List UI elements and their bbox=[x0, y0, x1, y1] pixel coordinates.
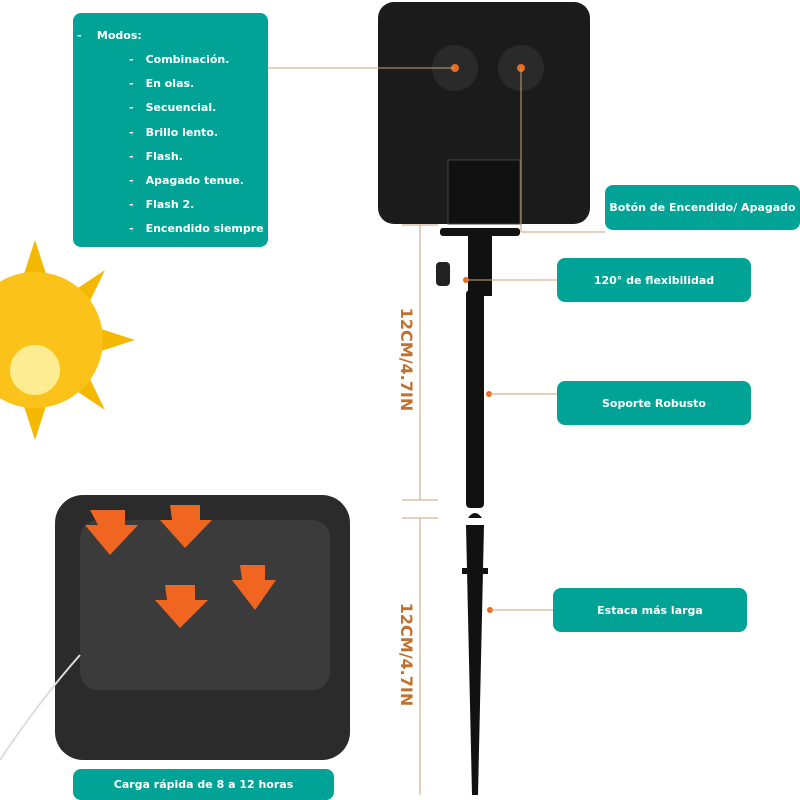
mode-item: Flash 2. bbox=[129, 198, 264, 222]
flexibility-label: 120° de flexibilidad bbox=[557, 258, 751, 302]
mode-item: Secuencial. bbox=[129, 101, 264, 125]
modes-title-text: Modos: bbox=[96, 29, 142, 42]
control-box bbox=[378, 2, 590, 225]
modes-title: - Modos: bbox=[77, 29, 142, 42]
sun-icon bbox=[0, 240, 135, 440]
leader-lines bbox=[268, 67, 605, 795]
power-button-label: Botón de Encendido/ Apagado bbox=[605, 185, 800, 230]
mode-item: Encendido siempre bbox=[129, 222, 264, 246]
stake bbox=[436, 228, 520, 795]
mode-item: Apagado tenue. bbox=[129, 174, 264, 198]
charge-label: Carga rápida de 8 a 12 horas bbox=[73, 769, 334, 800]
mode-item: Flash. bbox=[129, 150, 264, 174]
upper-measurement: 12CM/4.7IN bbox=[397, 307, 417, 412]
solar-panel bbox=[0, 495, 350, 761]
stake-label: Estaca más larga bbox=[553, 588, 747, 632]
mode-item: En olas. bbox=[129, 77, 264, 101]
support-label: Soporte Robusto bbox=[557, 381, 751, 425]
lower-measurement: 12CM/4.7IN bbox=[397, 602, 417, 707]
modes-panel: - Modos: Combinación. En olas. Secuencia… bbox=[73, 13, 268, 247]
mode-item: Combinación. bbox=[129, 53, 264, 77]
mode-item: Brillo lento. bbox=[129, 126, 264, 150]
